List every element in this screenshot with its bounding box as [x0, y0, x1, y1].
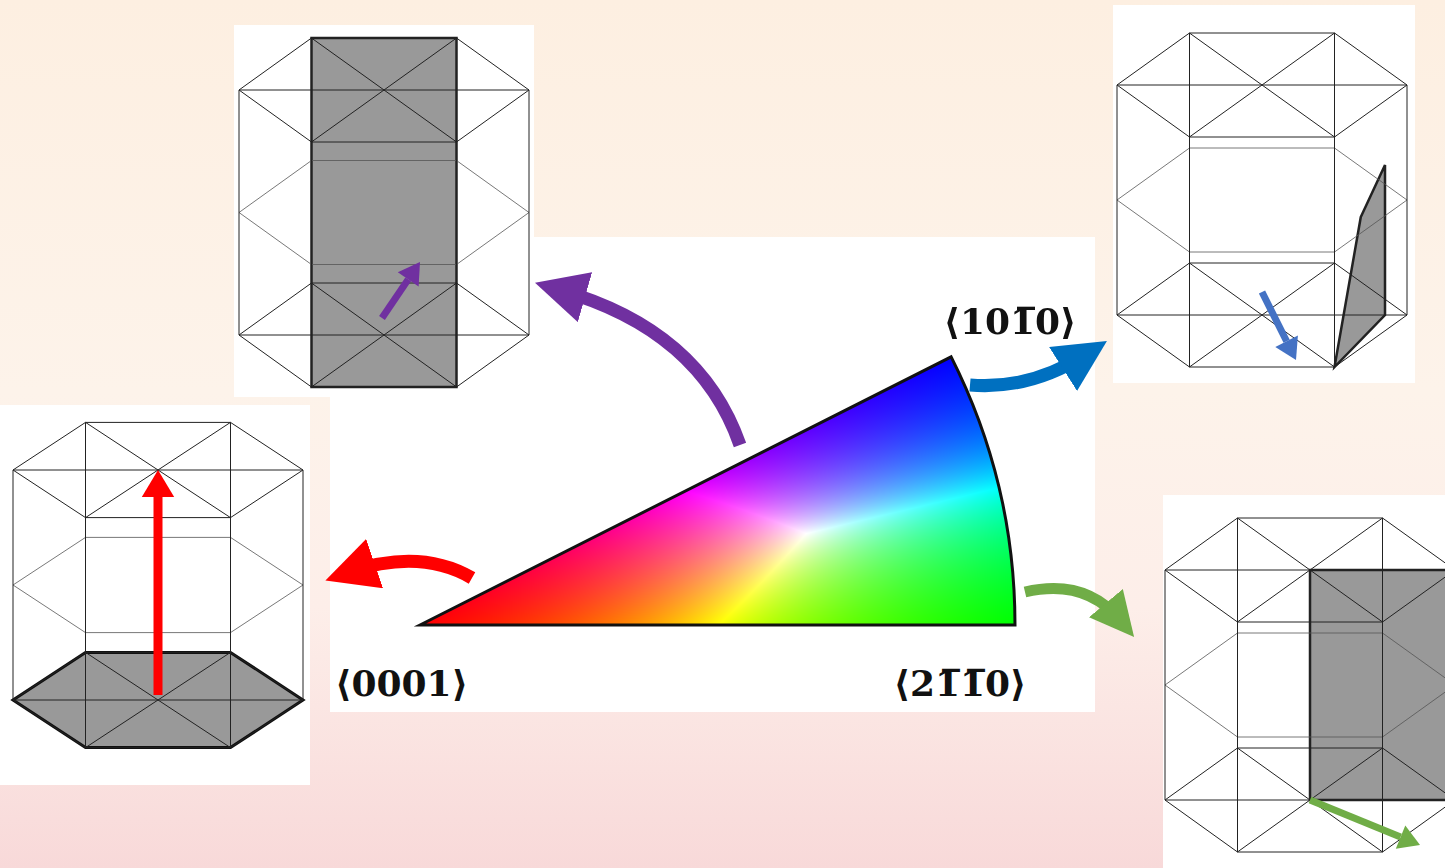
prism-edge [312, 38, 457, 142]
prism-edge [303, 470, 304, 700]
direction-label: ⟨0001⟩ [335, 662, 468, 705]
direction-arrow-head [142, 470, 174, 497]
prism-edge [1117, 85, 1118, 315]
prism-edge [1238, 518, 1383, 622]
prism-edge [1407, 85, 1408, 315]
prism-edge [1190, 33, 1335, 137]
direction-arrow [154, 497, 163, 695]
prism-edge [1189, 33, 1190, 263]
direction-arrow-head [398, 262, 420, 287]
prism-top [1165, 518, 1445, 622]
slip-plane [1310, 570, 1445, 800]
prism-edge [85, 422, 86, 652]
prism-edge [311, 38, 312, 283]
direction-label: ⟨101̅0⟩ [943, 300, 1076, 343]
prism-edge [1165, 800, 1445, 801]
prism-edge [1238, 518, 1383, 622]
prism-edge [1237, 518, 1238, 748]
direction-arrow-head [1275, 336, 1298, 360]
direction-arrow [1262, 292, 1287, 341]
prism-top [1117, 33, 1407, 137]
prism-bottom [1165, 748, 1445, 852]
prism-edge [1190, 263, 1335, 367]
prism-edge [1165, 570, 1445, 571]
prism-edge [312, 38, 457, 142]
prism-edge [13, 470, 14, 700]
prism-edge [1165, 570, 1166, 800]
panel [0, 405, 310, 785]
prism-edge [1382, 518, 1383, 748]
prism-edge [1334, 33, 1335, 263]
prism-edge [456, 38, 457, 283]
prism-middle [239, 161, 529, 265]
direction-arrow [1310, 800, 1401, 837]
prism-middle [1165, 633, 1445, 737]
prism-edge [1190, 33, 1335, 137]
direction-label: ⟨21̅1̅0⟩ [893, 662, 1026, 705]
prism-edge [529, 90, 530, 335]
prism-edge [1190, 263, 1335, 367]
prism-bottom [1117, 263, 1407, 367]
prism-edge [230, 422, 231, 652]
direction-arrow-head [1396, 825, 1420, 848]
ipf-triangle [400, 340, 1050, 640]
prism-middle [1117, 148, 1407, 252]
prism-edge [239, 90, 240, 335]
prism-top [239, 38, 529, 142]
panel [1113, 5, 1415, 383]
direction-arrow [382, 279, 408, 318]
